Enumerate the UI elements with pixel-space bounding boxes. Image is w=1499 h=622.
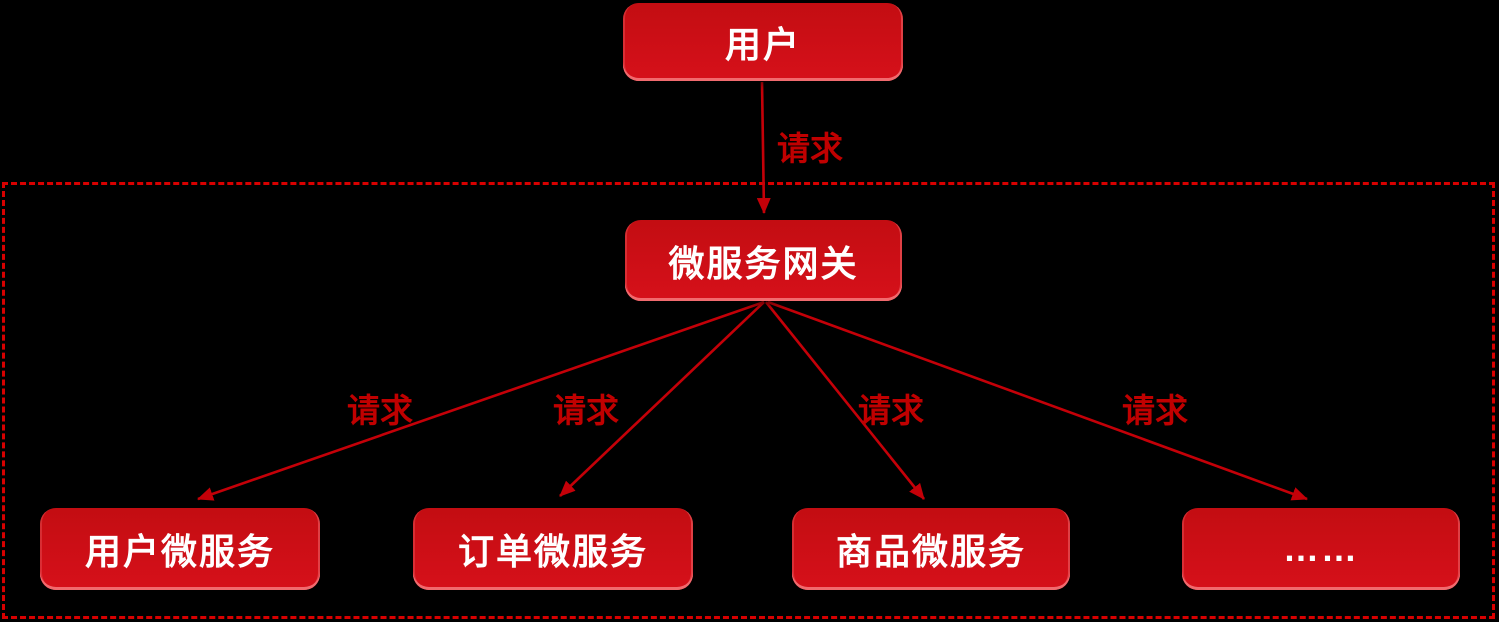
- node-more-microservices: ……: [1182, 508, 1460, 590]
- node-more-microservices-label: ……: [1283, 528, 1359, 569]
- edge-gateway-service1: [197, 300, 765, 501]
- edge-gateway-service4: [767, 300, 1308, 501]
- edge-gateway-service2: [559, 301, 765, 497]
- node-user-label: 用户: [724, 24, 801, 65]
- node-product-microservice: 商品微服务: [792, 508, 1070, 590]
- node-order-microservice: 订单微服务: [413, 508, 693, 590]
- edge-label-request-3: 请求: [858, 392, 924, 429]
- node-user-microservice-label: 用户微服务: [84, 531, 275, 572]
- node-user-microservice: 用户微服务: [40, 508, 320, 590]
- node-product-microservice-label: 商品微服务: [835, 531, 1026, 572]
- edge-label-request-top: 请求: [777, 130, 843, 167]
- gateway-boundary-box: [2, 182, 1495, 619]
- node-order-microservice-label: 订单微服务: [457, 531, 648, 572]
- edge-label-request-1: 请求: [347, 392, 413, 429]
- node-gateway: 微服务网关: [625, 220, 902, 301]
- node-user: 用户: [623, 3, 903, 81]
- edge-label-request-2: 请求: [553, 392, 619, 429]
- node-gateway-label: 微服务网关: [668, 242, 859, 284]
- edge-gateway-service3: [764, 301, 926, 500]
- edge-user-gateway: [756, 81, 771, 214]
- edge-label-request-4: 请求: [1122, 392, 1188, 429]
